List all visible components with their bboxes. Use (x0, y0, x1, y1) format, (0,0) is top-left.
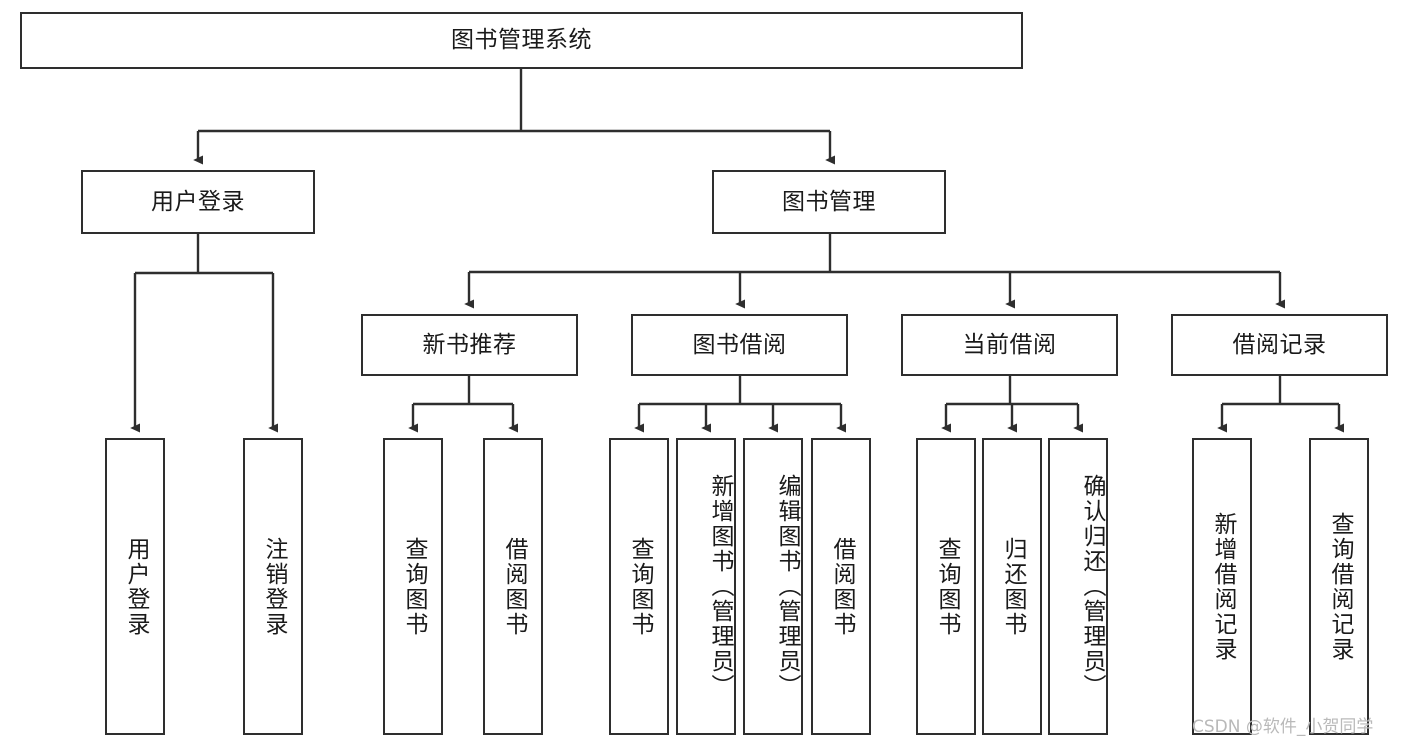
csdn-watermark: CSDN @软件_小贺同学 (1192, 717, 1374, 737)
leaf-borrow-book-borrow[interactable]: 借阅图书 (811, 438, 871, 735)
leaf-add-book-admin[interactable]: 新增图书（管理员） (676, 438, 736, 735)
node-label: 查询图书 (933, 536, 960, 637)
node-label: 查询借阅记录 (1326, 511, 1353, 662)
leaf-query-borrow-record[interactable]: 查询借阅记录 (1309, 438, 1369, 735)
node-label: 新增借阅记录 (1209, 511, 1236, 662)
node-label: 用户登录 (122, 536, 149, 637)
node-label: 查询图书 (400, 536, 427, 637)
node-new-book-recommendation[interactable]: 新书推荐 (361, 314, 578, 376)
node-label: 用户登录 (151, 188, 245, 215)
leaf-return-book[interactable]: 归还图书 (982, 438, 1042, 735)
leaf-query-book-new-book[interactable]: 查询图书 (383, 438, 443, 735)
node-label: 查询图书 (626, 536, 653, 637)
leaf-logout-login[interactable]: 注销登录 (243, 438, 303, 735)
node-root-book-management-system[interactable]: 图书管理系统 (20, 12, 1023, 69)
node-label: 借阅图书 (828, 536, 855, 637)
node-book-management[interactable]: 图书管理 (712, 170, 946, 234)
node-label: 注销登录 (260, 536, 287, 637)
leaf-add-borrow-record[interactable]: 新增借阅记录 (1192, 438, 1252, 735)
node-label: 借阅图书 (500, 536, 527, 637)
node-label: 归还图书 (999, 536, 1026, 637)
leaf-user-login[interactable]: 用户登录 (105, 438, 165, 735)
node-label: 当前借阅 (962, 331, 1057, 358)
node-label: 新增图书（管理员） (707, 474, 733, 699)
leaf-query-book-borrow[interactable]: 查询图书 (609, 438, 669, 735)
node-current-borrow[interactable]: 当前借阅 (901, 314, 1118, 376)
node-user-login[interactable]: 用户登录 (81, 170, 315, 234)
leaf-confirm-return-admin[interactable]: 确认归还（管理员） (1048, 438, 1108, 735)
node-label: 借阅记录 (1232, 331, 1327, 358)
node-label: 图书借阅 (692, 331, 787, 358)
node-borrow-record[interactable]: 借阅记录 (1171, 314, 1388, 376)
node-label: 编辑图书（管理员） (774, 474, 800, 699)
leaf-edit-book-admin[interactable]: 编辑图书（管理员） (743, 438, 803, 735)
leaf-borrow-book-new-book[interactable]: 借阅图书 (483, 438, 543, 735)
leaf-query-book-current[interactable]: 查询图书 (916, 438, 976, 735)
node-label: 图书管理 (782, 188, 876, 215)
node-label: 确认归还（管理员） (1079, 474, 1105, 699)
node-label: 图书管理系统 (451, 27, 592, 54)
node-label: 新书推荐 (422, 331, 517, 358)
node-book-borrow[interactable]: 图书借阅 (631, 314, 848, 376)
